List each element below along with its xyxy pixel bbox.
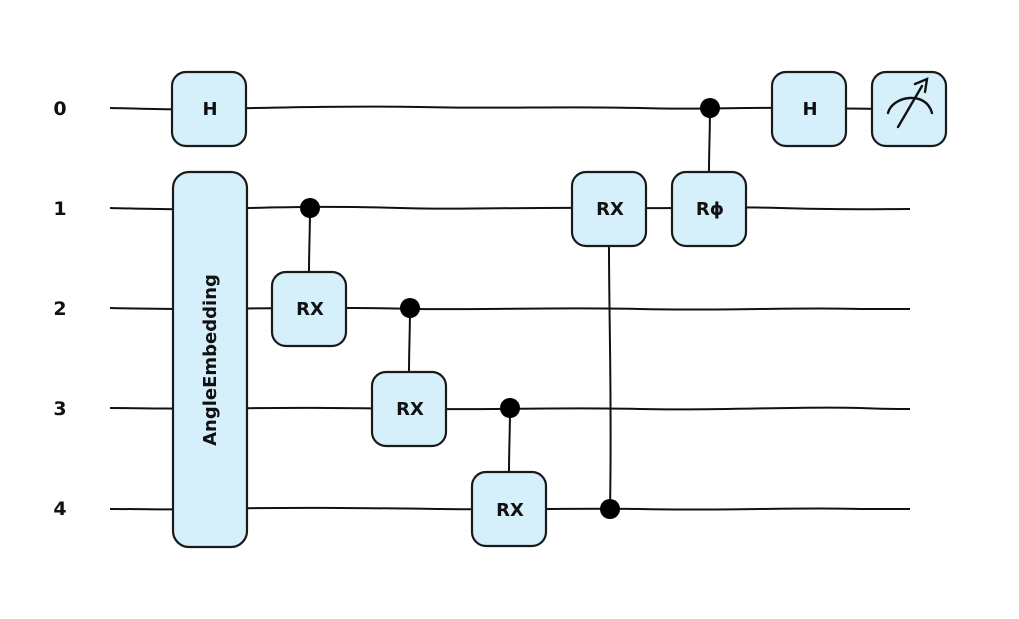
- crx-gate-1-2: RX: [270, 270, 348, 348]
- crx-gate-2-3: RX: [370, 370, 448, 448]
- angle-embedding-box: [171, 170, 249, 549]
- control-dot-wire-4: [600, 499, 620, 519]
- crphi-gate-0-1: Rϕ: [670, 170, 748, 248]
- wire-labels: 0 1 2 3 4: [53, 98, 66, 520]
- h-gate-input-box: [170, 70, 248, 148]
- crx-gate-3-4-label: RX: [496, 500, 524, 521]
- control-dot-wire-1: [300, 198, 320, 218]
- crx-gate-4-1-label: RX: [596, 199, 624, 220]
- h-gate-output-box: [770, 70, 848, 148]
- wire-label-1: 1: [53, 198, 66, 220]
- h-gate-input: H: [170, 70, 248, 148]
- wire-label-0: 0: [53, 98, 66, 120]
- crx-gate-3-4: RX: [470, 470, 548, 548]
- angle-embedding-label: AngleEmbedding: [200, 274, 221, 446]
- crx-gate-4-1: RX: [570, 170, 648, 248]
- wire-label-3: 3: [53, 398, 66, 420]
- crphi-gate-0-1-box: [670, 170, 748, 248]
- h-gate-output-label: H: [802, 99, 817, 120]
- crx-gate-1-2-label: RX: [296, 299, 324, 320]
- crx-gate-2-3-box: [370, 370, 448, 448]
- crx-gate-3-4-box: [470, 470, 548, 548]
- measurement-gate: [870, 70, 948, 148]
- crx-gate-4-1-box: [570, 170, 648, 248]
- crx-gate-1-2-box: [270, 270, 348, 348]
- measurement-meter-icon: [886, 77, 934, 129]
- crphi-gate-0-1-label: Rϕ: [696, 199, 724, 220]
- h-gate-output: H: [770, 70, 848, 148]
- wire-label-2: 2: [53, 298, 66, 320]
- wire-label-4: 4: [53, 498, 66, 520]
- control-dot-wire-3: [500, 398, 520, 418]
- control-dot-wire-0: [700, 98, 720, 118]
- control-dot-wire-2: [400, 298, 420, 318]
- control-dots: [300, 98, 720, 519]
- control-line-4-1: [608, 245, 612, 510]
- angle-embedding-gate: AngleEmbedding: [171, 170, 249, 549]
- crx-gate-2-3-label: RX: [396, 399, 424, 420]
- h-gate-input-label: H: [202, 99, 217, 120]
